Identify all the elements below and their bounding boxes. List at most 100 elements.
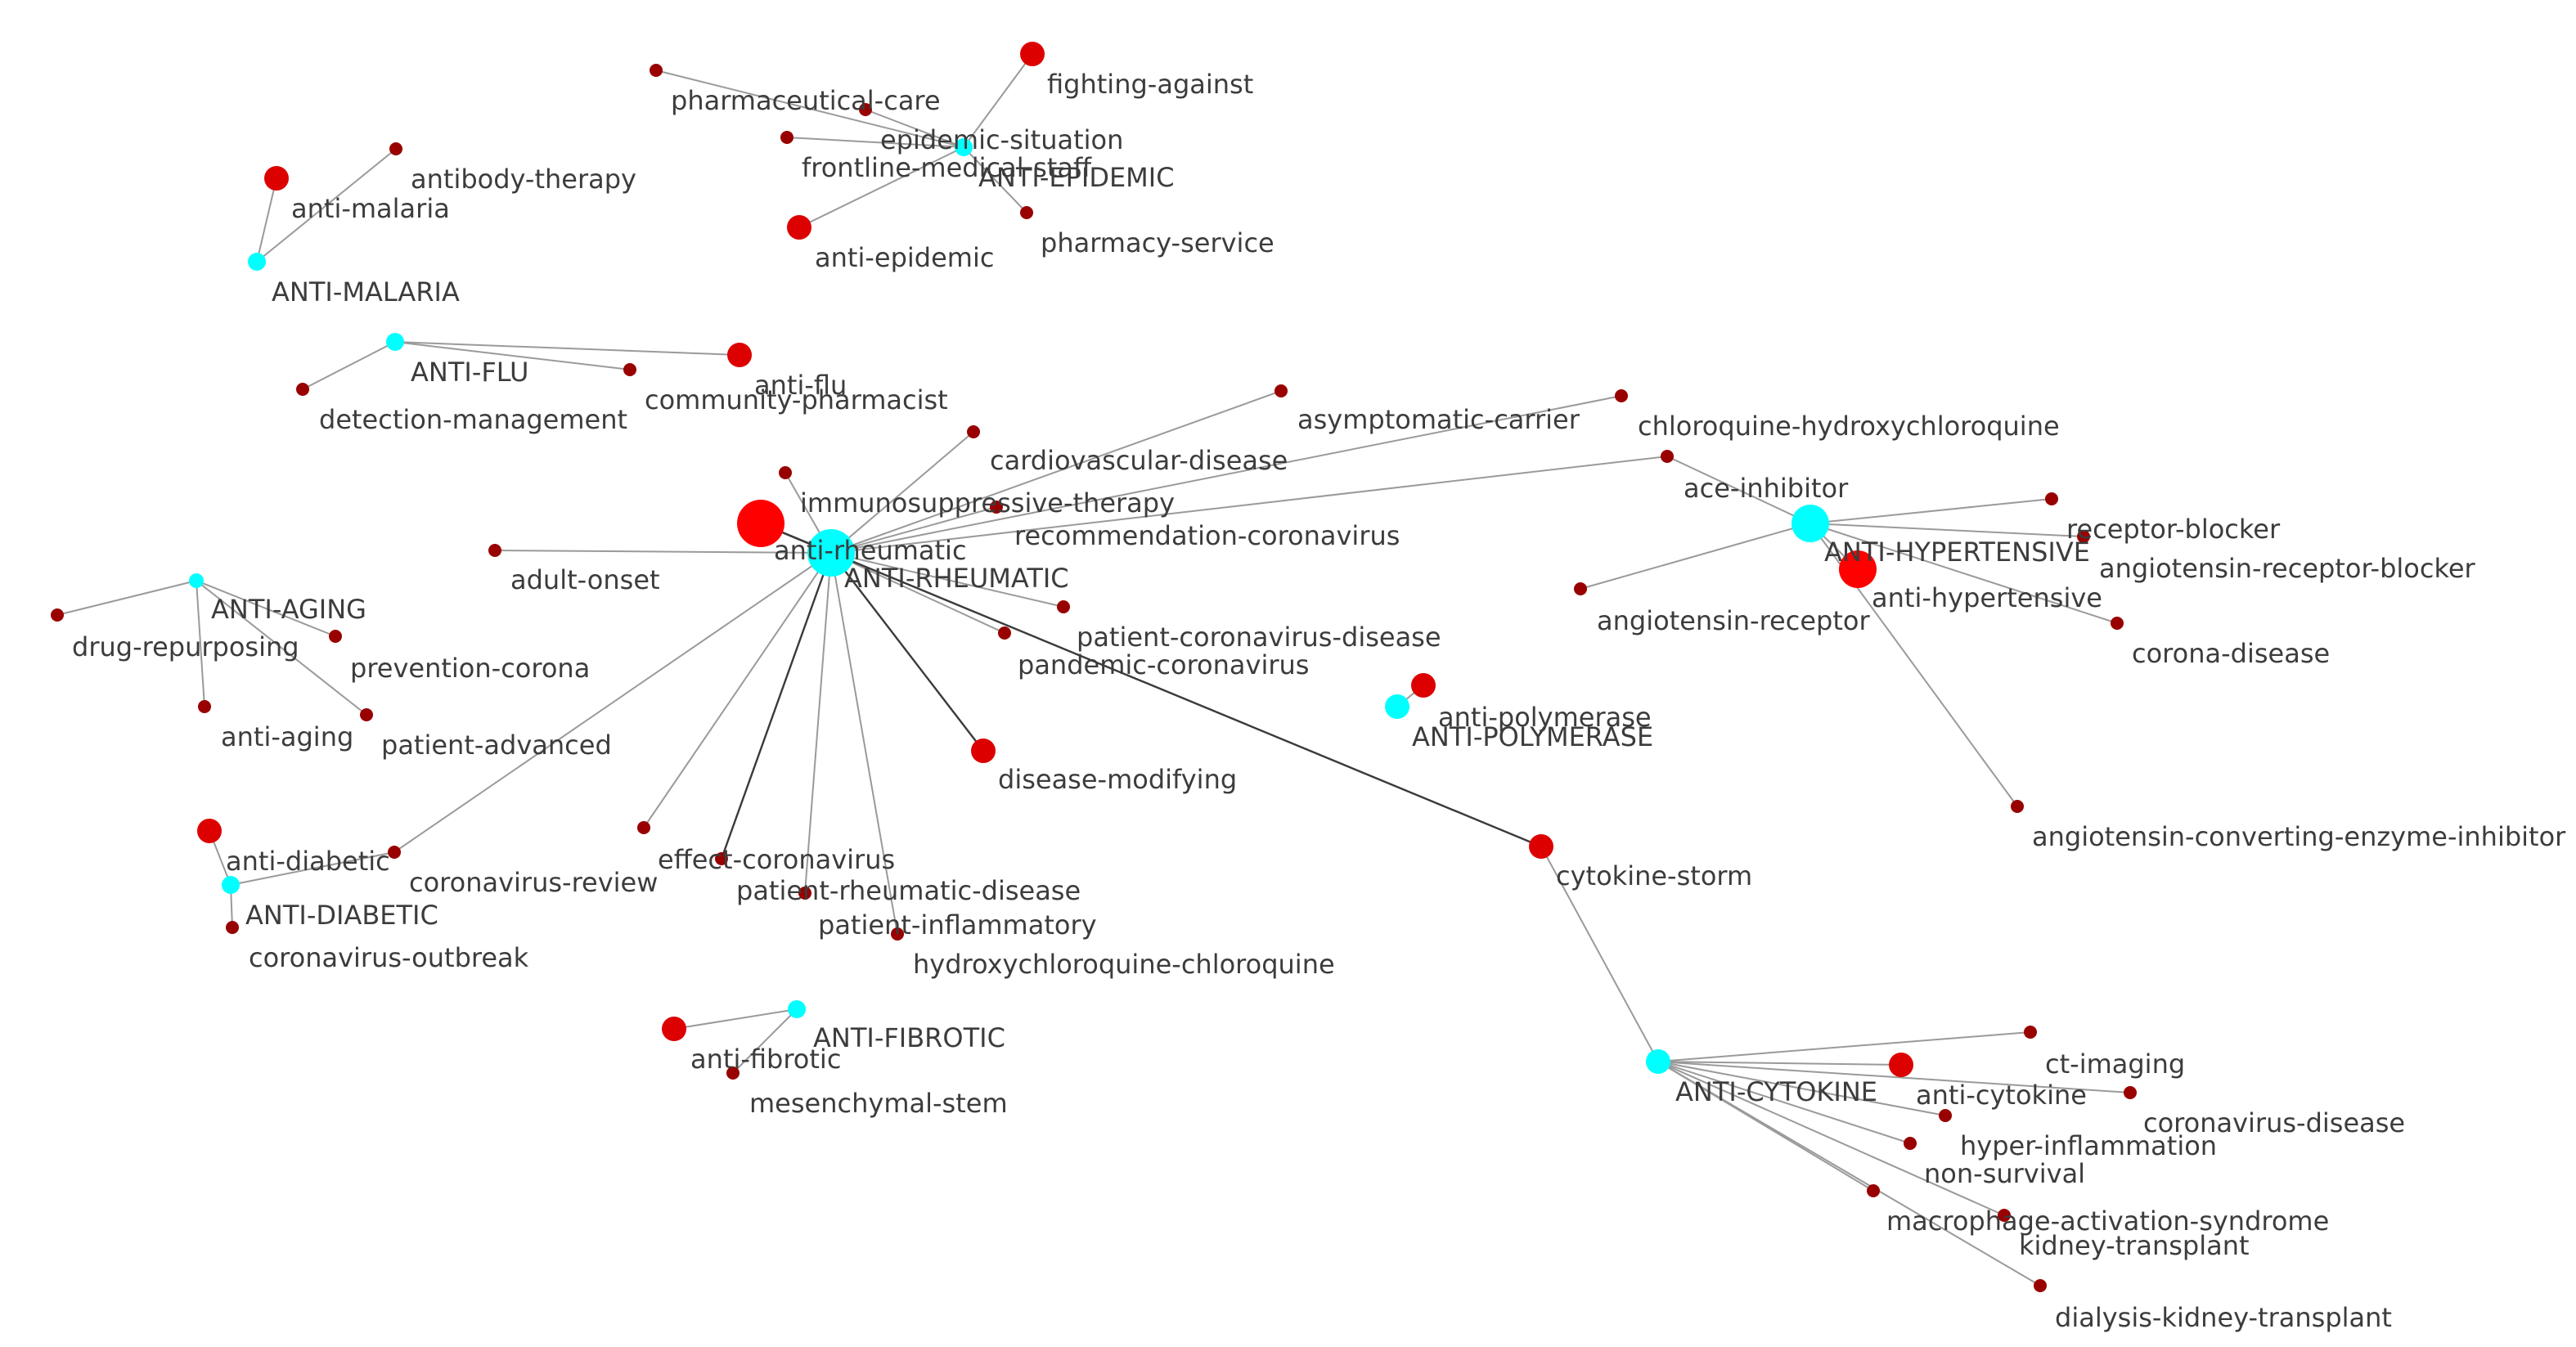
term-node-prevention-corona[interactable] (329, 630, 342, 643)
term-label-anti-malaria: anti-malaria (291, 193, 450, 224)
term-label-anti-hypertensive: anti-hypertensive (1872, 582, 2102, 613)
term-label-anti-fibrotic: anti-fibrotic (690, 1044, 841, 1075)
hub-node-anti-cytokine[interactable] (1646, 1049, 1670, 1074)
term-label-fighting-against: fighting-against (1047, 69, 1253, 100)
hub-node-anti-fibrotic[interactable] (788, 1000, 806, 1018)
term-node-epidemic-situation[interactable] (859, 103, 872, 116)
term-node-ace-inhibitor[interactable] (1661, 450, 1674, 463)
term-node-coronavirus-review[interactable] (388, 846, 401, 859)
term-node-immunosuppressive-therapy[interactable] (779, 466, 792, 479)
term-node-anti-aging[interactable] (198, 700, 211, 713)
term-node-anti-fibrotic[interactable] (662, 1017, 686, 1041)
term-label-asymptomatic-carrier: asymptomatic-carrier (1297, 404, 1580, 435)
term-node-anti-malaria[interactable] (264, 166, 289, 191)
term-node-angiotensin-converting-enzyme-inhibitor[interactable] (2011, 800, 2024, 813)
edge-anti-epidemic-to-pharmacy-service (963, 146, 1027, 213)
term-node-effect-coronavirus[interactable] (637, 821, 650, 834)
term-node-mesenchymal-stem[interactable] (726, 1066, 740, 1080)
term-label-effect-coronavirus: effect-coronavirus (658, 844, 895, 875)
term-label-pandemic-coronavirus: pandemic-coronavirus (1018, 649, 1309, 680)
hub-node-anti-malaria[interactable] (248, 253, 266, 271)
term-node-disease-modifying[interactable] (971, 739, 996, 763)
term-label-anti-rheumatic: anti-rheumatic (774, 535, 967, 566)
term-node-coronavirus-disease[interactable] (2124, 1086, 2137, 1099)
term-label-non-survival: non-survival (1924, 1158, 2085, 1189)
term-node-cardiovascular-disease[interactable] (967, 425, 980, 438)
edge-anti-fibrotic-to-mesenchymal-stem (732, 1008, 798, 1074)
hub-node-anti-rheumatic[interactable] (807, 529, 855, 577)
edge-anti-rheumatic-to-adult-onset (494, 550, 832, 554)
term-node-non-survival[interactable] (1904, 1137, 1917, 1150)
term-node-anti-flu[interactable] (727, 343, 752, 367)
node-layer (51, 42, 2137, 1292)
edge-anti-cytokine-to-kidney-transplant (1657, 1061, 2005, 1216)
term-label-anti-polymerase: anti-polymerase (1438, 702, 1652, 733)
hub-node-anti-hypertensive[interactable] (1792, 505, 1829, 542)
term-node-anti-hypertensive[interactable] (1839, 550, 1877, 588)
term-node-detection-management[interactable] (296, 383, 309, 396)
term-node-coronavirus-outbreak[interactable] (226, 921, 239, 934)
term-node-antibody-therapy[interactable] (389, 142, 402, 155)
hub-label-anti-aging: ANTI-AGING (211, 594, 366, 625)
term-node-patient-advanced[interactable] (360, 708, 373, 721)
term-node-hydroxychloroquine-chloroquine[interactable] (891, 927, 904, 941)
hub-node-anti-aging[interactable] (189, 573, 204, 588)
edge-anti-rheumatic-to-disease-modifying (830, 552, 984, 752)
term-label-cardiovascular-disease: cardiovascular-disease (990, 445, 1288, 476)
term-node-fighting-against[interactable] (1020, 42, 1045, 66)
term-label-chloroquine-hydroxychloroquine: chloroquine-hydroxychloroquine (1638, 411, 2060, 442)
term-node-anti-rheumatic[interactable] (737, 500, 784, 547)
term-node-anti-cytokine[interactable] (1889, 1053, 1913, 1077)
edge-anti-rheumatic-to-coronavirus-review (393, 552, 832, 853)
hub-node-anti-diabetic[interactable] (222, 876, 240, 894)
term-node-anti-epidemic[interactable] (787, 215, 811, 240)
edge-anti-aging-to-drug-repurposing (56, 580, 197, 616)
term-node-ct-imaging[interactable] (2024, 1026, 2037, 1039)
edge-anti-aging-to-prevention-corona (196, 580, 336, 637)
hub-node-anti-polymerase[interactable] (1385, 694, 1409, 719)
term-node-corona-disease[interactable] (2111, 617, 2124, 630)
hub-label-anti-cytokine: ANTI-CYTOKINE (1675, 1076, 1877, 1107)
term-node-drug-repurposing[interactable] (51, 608, 64, 622)
term-node-angiotensin-receptor-blocker[interactable] (2077, 530, 2090, 543)
label-layer: ANTI-RHEUMATICanti-rheumaticimmunosuppre… (72, 69, 2566, 1333)
edge-anti-epidemic-to-epidemic-situation (865, 109, 964, 148)
term-node-kidney-transplant[interactable] (1998, 1209, 2011, 1222)
term-node-anti-polymerase[interactable] (1411, 673, 1436, 698)
term-node-receptor-blocker[interactable] (2045, 492, 2058, 505)
term-node-adult-onset[interactable] (488, 544, 501, 557)
term-node-anti-diabetic[interactable] (197, 819, 222, 843)
term-node-patient-rheumatic-disease[interactable] (715, 852, 728, 865)
term-node-community-pharmacist[interactable] (623, 363, 636, 376)
term-node-frontline-medical-staff[interactable] (780, 131, 793, 144)
edge-anti-epidemic-to-fighting-against (963, 53, 1033, 148)
term-label-community-pharmacist: community-pharmacist (645, 384, 948, 415)
term-node-chloroquine-hydroxychloroquine[interactable] (1615, 389, 1628, 402)
term-label-hyper-inflammation: hyper-inflammation (1960, 1130, 2217, 1161)
term-label-detection-management: detection-management (319, 404, 627, 435)
term-node-patient-inflammatory[interactable] (798, 887, 811, 900)
edge-anti-hypertensive-to-corona-disease (1809, 523, 2118, 624)
hub-node-anti-flu[interactable] (386, 333, 404, 351)
term-node-pharmaceutical-care[interactable] (650, 64, 663, 77)
term-label-prevention-corona: prevention-corona (350, 653, 590, 684)
term-label-immunosuppressive-therapy: immunosuppressive-therapy (800, 487, 1175, 519)
edge-anti-cytokine-to-hyper-inflammation (1657, 1061, 1946, 1116)
edge-anti-flu-to-community-pharmacist (394, 341, 631, 370)
term-node-patient-coronavirus-disease[interactable] (1057, 600, 1070, 613)
edge-anti-cytokine-to-anti-cytokine (1657, 1061, 1902, 1066)
term-node-pharmacy-service[interactable] (1020, 206, 1033, 219)
term-label-corona-disease: corona-disease (2132, 638, 2330, 669)
hub-node-anti-epidemic[interactable] (955, 138, 973, 156)
term-node-macrophage-activation-syndrome[interactable] (1867, 1184, 1880, 1197)
term-node-recommendation-coronavirus[interactable] (990, 501, 1003, 514)
term-label-recommendation-coronavirus: recommendation-coronavirus (1014, 520, 1400, 551)
term-node-cytokine-storm[interactable] (1529, 834, 1553, 859)
edge-anti-rheumatic-to-cardiovascular-disease (830, 431, 974, 554)
term-node-angiotensin-receptor[interactable] (1574, 582, 1587, 595)
term-node-pandemic-coronavirus[interactable] (998, 626, 1011, 640)
term-node-dialysis-kidney-transplant[interactable] (2034, 1279, 2047, 1292)
term-node-hyper-inflammation[interactable] (1939, 1109, 1952, 1122)
edge-layer (56, 53, 2131, 1286)
term-node-asymptomatic-carrier[interactable] (1275, 384, 1288, 397)
